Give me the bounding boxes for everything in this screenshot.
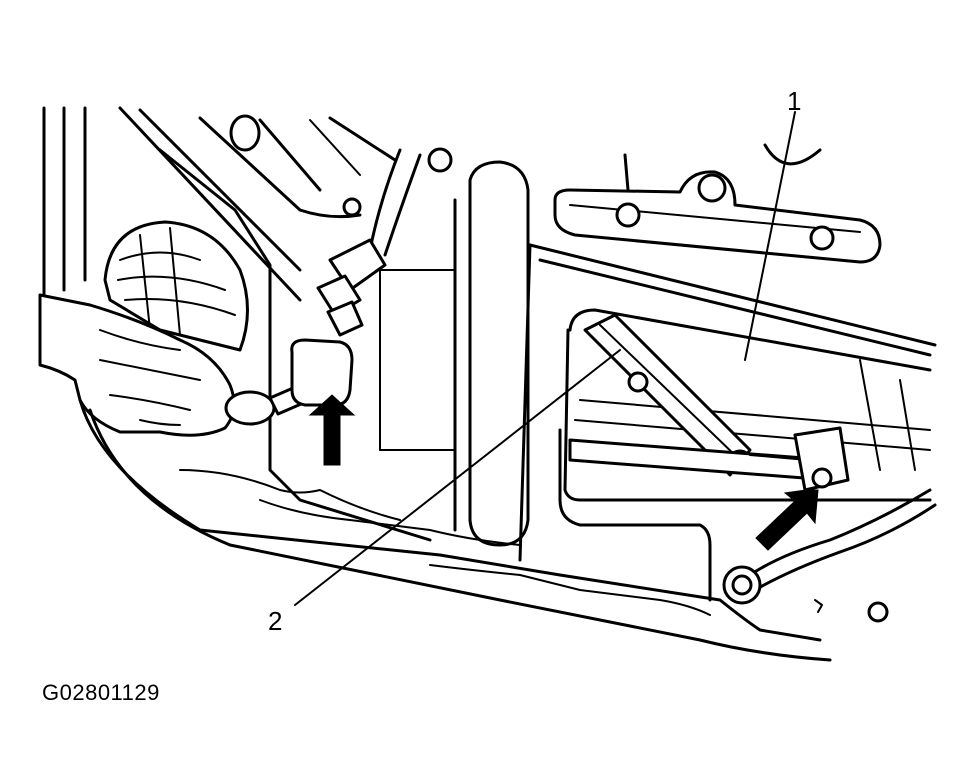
center-channel	[379, 160, 530, 547]
wire-harness	[316, 148, 422, 337]
left-arrow-up-icon	[308, 394, 356, 466]
leader-line-1	[744, 111, 796, 361]
door-panel-body	[518, 243, 937, 562]
lower-cable-grommet	[722, 488, 937, 623]
lower-door-edge	[78, 398, 832, 662]
figure-id: G02801129	[42, 680, 160, 705]
ratchet-head	[224, 390, 276, 426]
upper-bracket	[553, 143, 882, 264]
leader-line-2	[294, 349, 621, 606]
right-arrow-up-right-icon	[755, 489, 819, 551]
speaker-opening	[103, 220, 249, 352]
upper-mounting-holes	[229, 114, 453, 217]
regulator-opening	[563, 308, 932, 502]
callout-2: 2	[268, 606, 282, 636]
callout-1: 1	[787, 86, 801, 116]
right-bolt-bracket	[793, 426, 850, 492]
leader-lines	[294, 111, 796, 606]
left-bolt-recess	[290, 338, 354, 407]
